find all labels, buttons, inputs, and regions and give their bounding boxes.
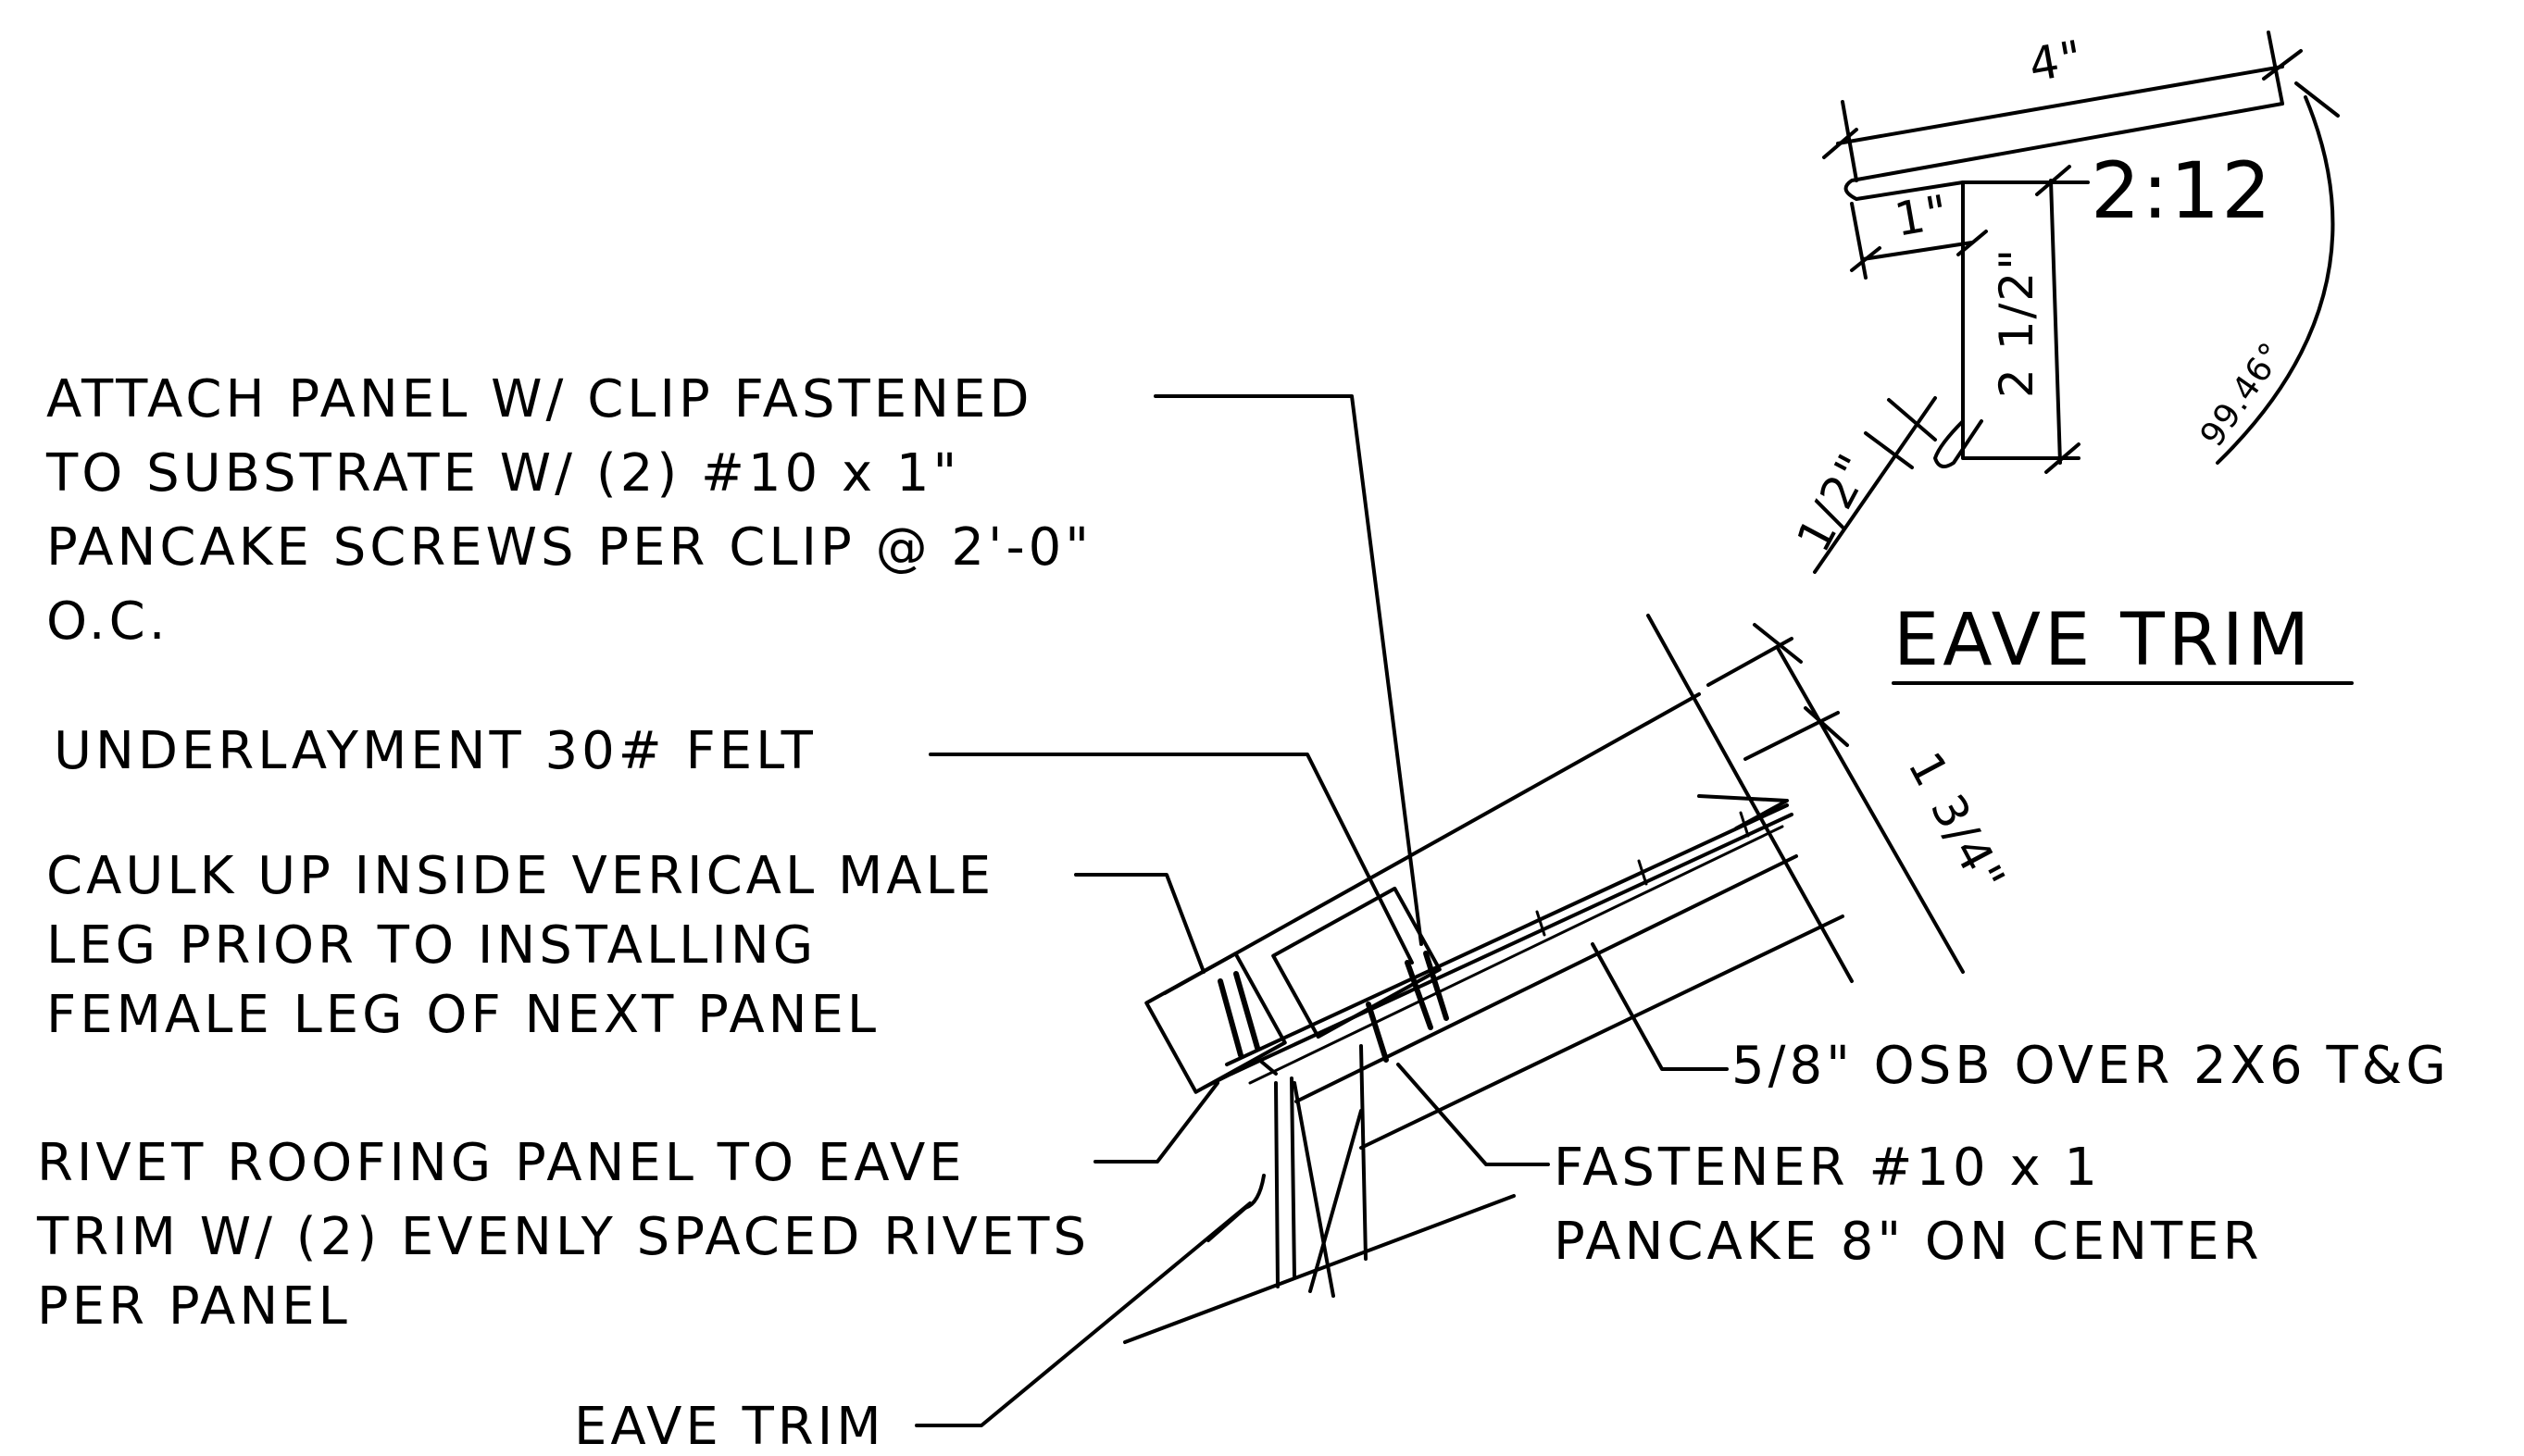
osb-leader	[1591, 942, 1729, 1071]
rafter-diag	[1293, 1081, 1335, 1298]
osb-bottom-line	[1294, 854, 1798, 1103]
caulk-bead-1	[1218, 978, 1243, 1058]
callout-underlayment: UNDERLAYMENT 30# FELT	[54, 721, 1414, 964]
callout-caulk: CAULK UP INSIDE VERICAL MALE LEG PRIOR T…	[46, 846, 1206, 1045]
panel-height-label: 1 3/4"	[1897, 743, 2016, 902]
underlayment-leader	[929, 753, 1414, 964]
callout-fastener: FASTENER #10 x 1 PANCAKE 8" ON CENTER	[1396, 1063, 2263, 1272]
rivet-line-3: PER PANEL	[37, 1276, 351, 1337]
male-leg-box	[1144, 952, 1287, 1094]
rib-line-2	[1637, 859, 1648, 886]
dim-hem-label: 1/2"	[1786, 444, 1882, 561]
angle-arc	[2216, 95, 2335, 465]
dim-lip-label: 1"	[1891, 184, 1954, 246]
fastener-screw	[1366, 1002, 1389, 1063]
deck-end-line	[1739, 780, 1854, 983]
clip-box	[1271, 886, 1442, 1039]
underlayment-label: UNDERLAYMENT 30# FELT	[54, 721, 817, 781]
rafter-diag-2	[1308, 1109, 1363, 1293]
caulk-bead-2	[1233, 971, 1260, 1051]
callout-eave-trim: EAVE TRIM	[574, 1201, 1252, 1456]
trim-hem	[1933, 419, 1983, 468]
roof-section	[1123, 614, 1854, 1344]
attach-panel-line-1: ATTACH PANEL W/ CLIP FASTENED	[46, 369, 1032, 429]
osb-top-line	[1248, 825, 1784, 1085]
caulk-leader	[1074, 873, 1206, 974]
panel-end-line	[1646, 614, 1743, 784]
fascia-left	[1274, 1081, 1280, 1288]
callout-osb: 5/8" OSB OVER 2X6 T&G	[1591, 942, 2450, 1096]
attach-panel-leader	[1154, 394, 1423, 946]
deck-top-line	[1225, 803, 1789, 1066]
fastener-line-1: FASTENER #10 x 1	[1554, 1138, 2101, 1198]
fascia-inner	[1290, 1076, 1296, 1279]
osb-label: 5/8" OSB OVER 2X6 T&G	[1731, 1036, 2450, 1096]
fastener-leader	[1396, 1063, 1550, 1166]
attach-panel-line-2: TO SUBSTRATE W/ (2) #10 x 1"	[45, 443, 960, 504]
eave-trim-callout-label: EAVE TRIM	[574, 1397, 885, 1456]
callout-rivet: RIVET ROOFING PANEL TO EAVE TRIM W/ (2) …	[36, 1081, 1247, 1337]
fascia-right	[1359, 1044, 1368, 1261]
clip-screw-2	[1423, 951, 1449, 1021]
panel-top-line	[1163, 692, 1701, 995]
felt-line	[1230, 813, 1793, 1076]
attach-panel-line-3: PANCAKE SCREWS PER CLIP @ 2'-0"	[46, 517, 1093, 578]
trim-profile	[1843, 102, 2284, 201]
eave-trim-profile-detail: 4" 2:12 1" 2 1/2" 1/2" 99.46° EAVE TRIM	[1786, 30, 2354, 685]
rivet-line-2: TRIM W/ (2) EVENLY SPACED RIVETS	[36, 1207, 1090, 1267]
dim-top-label: 4"	[2025, 30, 2088, 92]
caulk-line-2: LEG PRIOR TO INSTALLING	[46, 915, 817, 976]
eave-trim-leader	[915, 1201, 1252, 1427]
trim-profile-lip	[1855, 180, 2080, 460]
caulk-line-1: CAULK UP INSIDE VERICAL MALE	[46, 846, 994, 906]
soffit-line	[1123, 1194, 1516, 1344]
attach-panel-line-4: O.C.	[46, 591, 169, 652]
clip-screw-1	[1405, 960, 1433, 1030]
caulk-line-3: FEMALE LEG OF NEXT PANEL	[46, 985, 880, 1045]
rivet-line-1: RIVET ROOFING PANEL TO EAVE	[37, 1133, 966, 1193]
pitch-label: 2:12	[2091, 145, 2273, 236]
rivet-leader	[1093, 1081, 1219, 1164]
fastener-line-2: PANCAKE 8" ON CENTER	[1554, 1212, 2263, 1272]
tg-bottom-line	[1359, 915, 1844, 1150]
rib-line-1	[1535, 910, 1546, 937]
callout-attach-panel: ATTACH PANEL W/ CLIP FASTENED TO SUBSTRA…	[45, 369, 1423, 946]
panel-tip	[1697, 794, 1789, 830]
detail-title: EAVE TRIM	[1893, 599, 2313, 682]
dim-height-label: 2 1/2"	[1990, 247, 2043, 398]
